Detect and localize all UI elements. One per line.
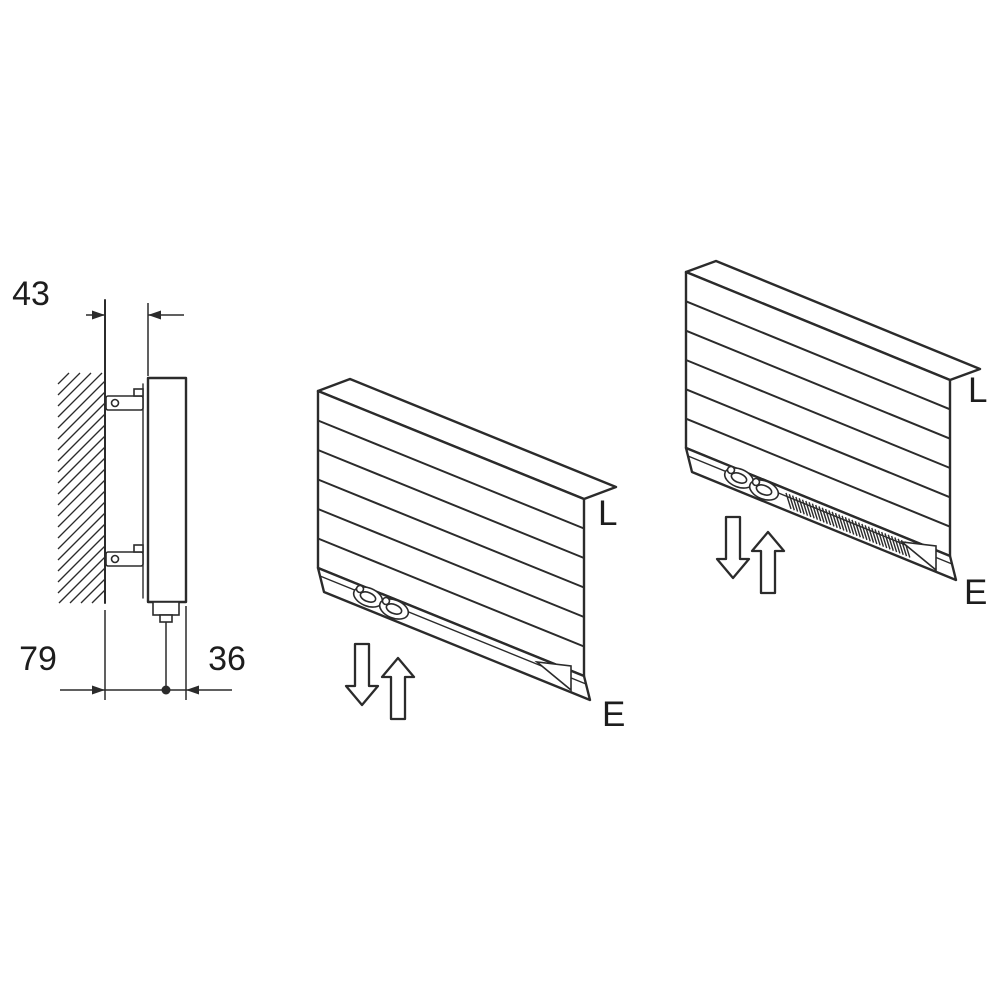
hatch-line xyxy=(80,578,106,604)
grille-rib xyxy=(815,504,822,522)
grille-rib xyxy=(874,529,881,546)
pipe-connection-ports xyxy=(352,584,410,620)
hatch-line xyxy=(57,468,106,517)
hatch-line xyxy=(57,534,106,583)
panel-slat-lines xyxy=(685,300,951,528)
pipe-connection-ports xyxy=(723,465,780,501)
supply-label-L: L xyxy=(598,494,617,533)
grille-rib xyxy=(871,527,878,545)
hatch-line xyxy=(57,512,106,561)
hatch-line xyxy=(57,413,106,462)
grille-rib xyxy=(788,494,795,511)
grille-rib xyxy=(824,508,832,526)
airflow-up-arrow-icon xyxy=(380,656,416,721)
hatch-line xyxy=(57,490,106,539)
grille-rib xyxy=(851,519,858,537)
grille-rib xyxy=(828,510,835,527)
hatch-line xyxy=(57,523,106,572)
grille-rib xyxy=(861,523,868,541)
hatch-line xyxy=(57,372,92,407)
grille-rib xyxy=(877,530,885,547)
dim-36-label: 36 xyxy=(208,640,246,678)
bottom-valve xyxy=(152,601,180,690)
grille-rib xyxy=(884,533,891,550)
hatch-line xyxy=(58,556,106,604)
grille-rib xyxy=(864,525,871,542)
grille-rib xyxy=(838,514,845,531)
grille-rib xyxy=(887,534,894,551)
hatch-line xyxy=(57,435,106,484)
hatch-line xyxy=(57,545,106,594)
radiator-side-profile xyxy=(146,376,188,604)
grille-rib xyxy=(890,535,898,553)
side-section-view: 43 79 36 xyxy=(12,275,246,700)
hatch-line xyxy=(57,446,106,495)
dimension-43: 43 xyxy=(12,275,184,376)
grille-rib xyxy=(808,502,815,519)
wall-hatching xyxy=(57,372,106,604)
pipe-center-dot xyxy=(161,685,171,695)
grille-rib xyxy=(785,492,792,510)
hatch-line xyxy=(57,501,106,550)
hatch-line xyxy=(57,380,106,429)
airflow-down-arrow-icon xyxy=(344,642,380,707)
hatch-line xyxy=(57,372,103,418)
grille-rib xyxy=(894,537,901,554)
grille-rib xyxy=(831,511,838,529)
hatch-line xyxy=(57,372,81,396)
right-radiator-view: L E xyxy=(684,259,987,612)
panel-slat-lines xyxy=(317,419,585,648)
return-label-E: E xyxy=(964,573,987,612)
supply-label-L: L xyxy=(968,371,987,410)
grille-rib xyxy=(834,512,842,530)
hatch-line xyxy=(57,424,106,473)
grille-rib xyxy=(811,503,819,520)
dim-79-label: 79 xyxy=(19,640,57,678)
hatch-line xyxy=(91,589,106,604)
hatch-line xyxy=(57,457,106,506)
wall-bracket-bottom xyxy=(105,544,144,567)
hatch-line xyxy=(69,567,106,604)
grille-rib xyxy=(848,518,855,535)
airflow-up-arrow-icon xyxy=(750,530,786,595)
grille-rib xyxy=(818,506,825,523)
grille-rib xyxy=(841,515,848,533)
grille-rib xyxy=(857,522,865,539)
grille-rib xyxy=(805,500,812,518)
tray-end-triangle xyxy=(899,540,937,572)
hatch-line xyxy=(57,391,106,440)
tray-end-triangle xyxy=(534,660,572,692)
grille-rib xyxy=(798,498,805,515)
grille-rib xyxy=(867,526,875,543)
hatch-line xyxy=(57,479,106,528)
return-label-E: E xyxy=(602,695,625,734)
grille-rib xyxy=(844,516,852,534)
grille-rib xyxy=(897,538,904,555)
grille-rib xyxy=(881,531,888,549)
dim-43-label: 43 xyxy=(12,275,50,313)
hatch-line xyxy=(57,372,70,385)
grille-rib xyxy=(791,495,799,512)
grille-rib xyxy=(801,499,809,516)
hatch-line xyxy=(57,402,106,451)
center-radiator-view: L E xyxy=(316,377,625,734)
dimension-79-36: 79 36 xyxy=(19,606,246,700)
grille-rib xyxy=(795,496,802,514)
airflow-down-arrow-icon xyxy=(715,515,751,580)
wall-bracket-top xyxy=(105,388,144,411)
grille-rib xyxy=(854,521,861,538)
grille-rib xyxy=(821,507,828,524)
